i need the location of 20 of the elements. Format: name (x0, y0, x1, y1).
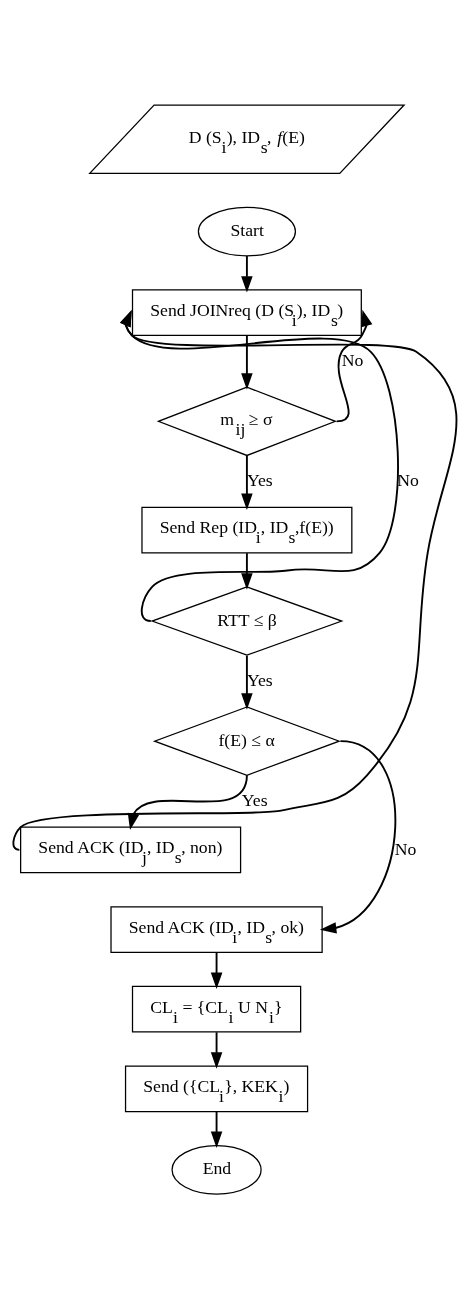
arrow (319, 739, 397, 934)
arrow (335, 309, 373, 422)
arrow (210, 1030, 223, 1069)
arrow (210, 951, 223, 989)
node-diamond: f(E) ≤ α (152, 705, 341, 776)
edge-label: No (397, 469, 419, 490)
arrow (241, 654, 253, 710)
arrow (241, 334, 253, 390)
edge-label: No (394, 838, 417, 859)
node-ellipse: Start (197, 206, 297, 256)
node-ellipse: End (171, 1144, 262, 1195)
node-diamond: RTT ≤ β (150, 585, 344, 656)
edge-label: Yes (241, 789, 268, 810)
arrow (127, 773, 248, 830)
arrow (241, 454, 253, 510)
edge-label: No (341, 349, 364, 370)
arrow (241, 551, 253, 590)
arrow (210, 1110, 223, 1148)
arrow (119, 309, 399, 622)
arrow (241, 254, 253, 293)
